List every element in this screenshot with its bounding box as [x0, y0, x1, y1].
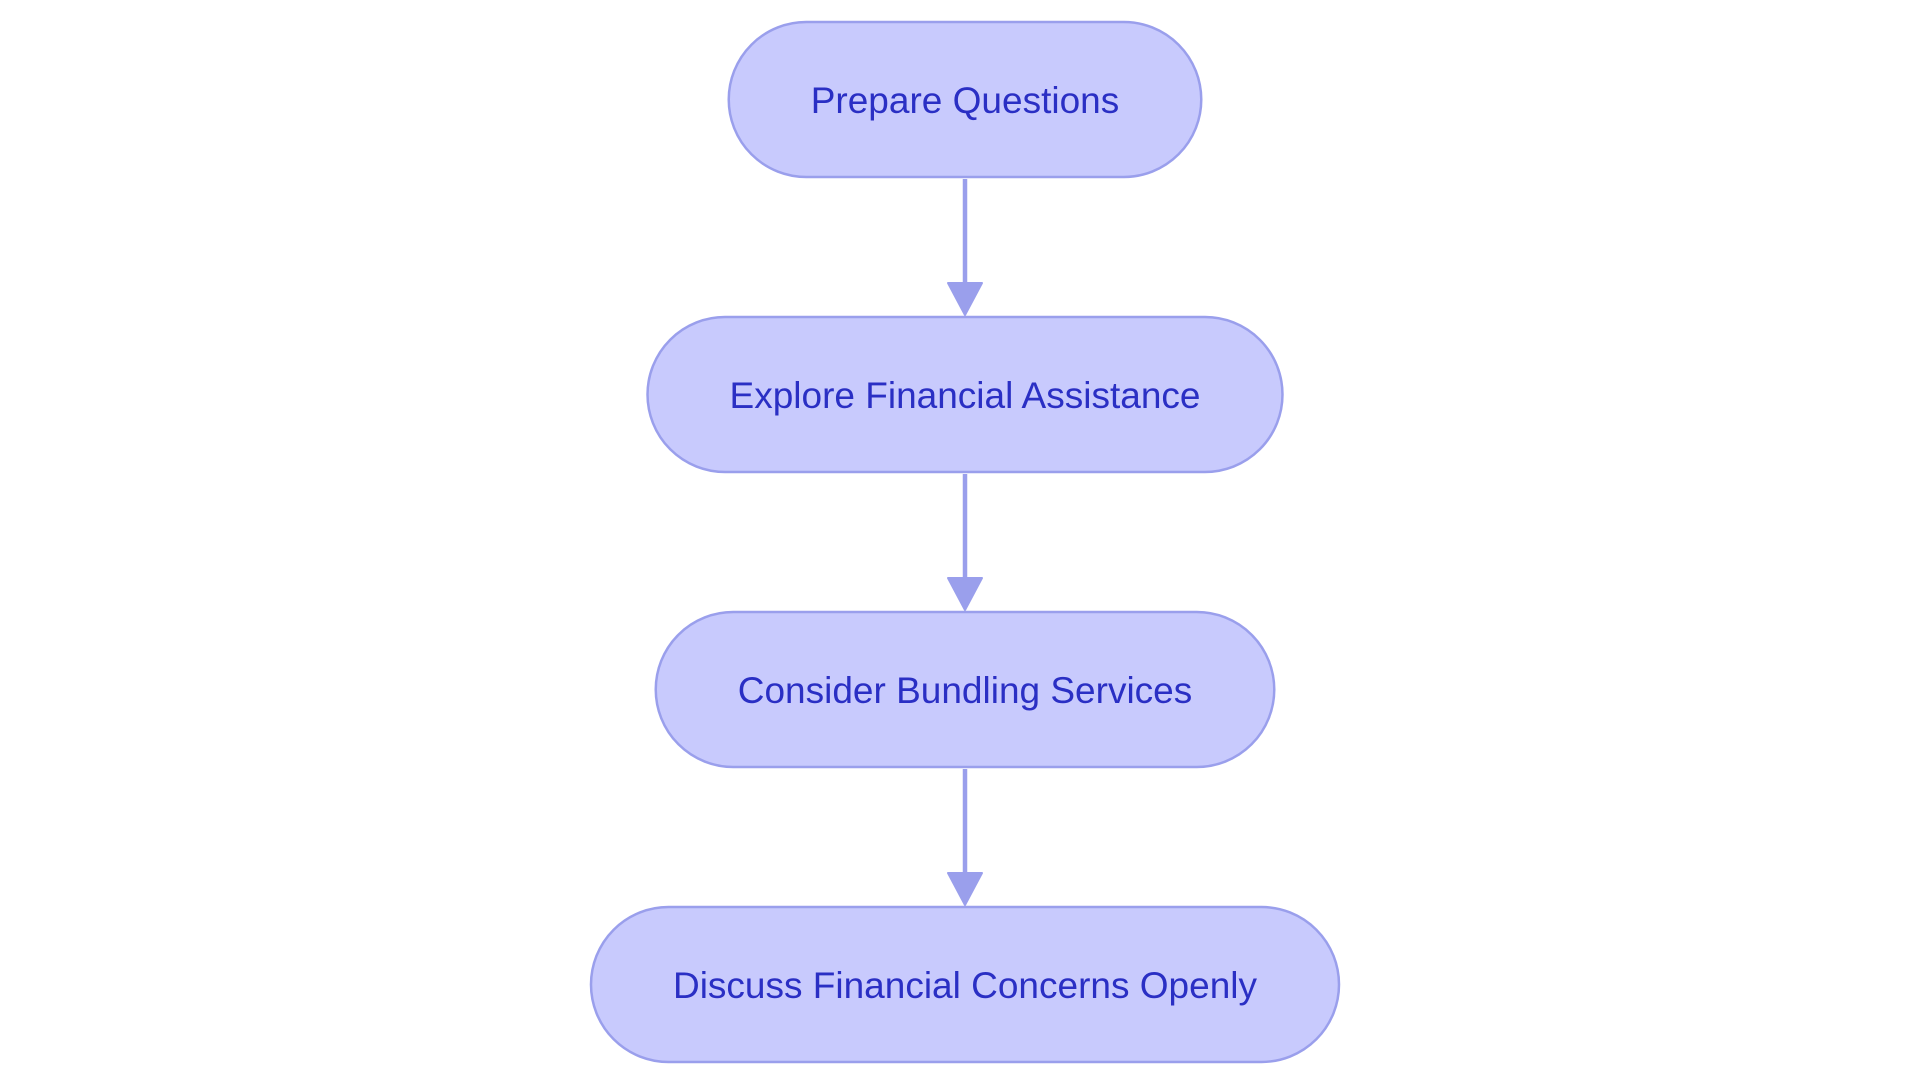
node-shape — [589, 905, 1341, 1064]
node-label: Discuss Financial Concerns Openly — [673, 965, 1258, 1006]
node-shape — [646, 315, 1284, 474]
node-explore-financial-assistance: Explore Financial Assistance — [646, 315, 1284, 474]
node-label: Explore Financial Assistance — [730, 375, 1201, 416]
node-shape — [654, 610, 1276, 769]
node-consider-bundling-services: Consider Bundling Services — [654, 610, 1276, 769]
node-shape — [727, 20, 1203, 179]
arrowhead — [947, 872, 983, 906]
edge-explore-financial-assistance-to-consider-bundling-services — [947, 474, 983, 611]
edge-consider-bundling-services-to-discuss-financial-concerns-openly — [947, 769, 983, 906]
node-label: Consider Bundling Services — [738, 670, 1193, 711]
node-prepare-questions: Prepare Questions — [727, 20, 1203, 179]
node-discuss-financial-concerns-openly: Discuss Financial Concerns Openly — [589, 905, 1341, 1064]
arrowhead — [947, 282, 983, 316]
edges-layer — [947, 179, 983, 906]
arrowhead — [947, 577, 983, 611]
node-label: Prepare Questions — [811, 80, 1120, 121]
edge-prepare-questions-to-explore-financial-assistance — [947, 179, 983, 316]
